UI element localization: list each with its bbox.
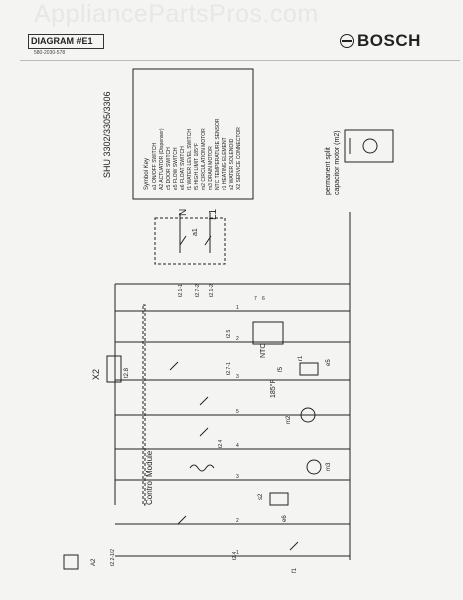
brand-name: BOSCH xyxy=(357,31,421,50)
symbol-key-item: c5 DOOR SWITCH xyxy=(166,147,172,190)
a1-contact-2 xyxy=(204,235,212,246)
bosch-logo-icon xyxy=(340,34,354,48)
s2-label: s2 xyxy=(258,493,264,500)
f5-label: f5 xyxy=(278,366,284,372)
symbol-key-item: a1 ON/OFF SWITCH xyxy=(152,143,158,190)
row-number: 3 xyxy=(236,374,239,380)
row-number: 6 xyxy=(262,296,265,302)
t25-label: t2.5 xyxy=(226,329,232,338)
symbol-key-item: X2 SERVICE CONNECTOR xyxy=(236,127,242,190)
f1-switch xyxy=(289,541,299,551)
symbol-key-item: A2 ACTUATOR (Dispenser) xyxy=(159,128,165,190)
drain-motor-m3 xyxy=(306,459,322,475)
line-label: L1 xyxy=(208,208,219,220)
diagram-label: DIAGRAM #E1 xyxy=(28,34,104,49)
symbol-key-box xyxy=(132,68,254,200)
ntc-sensor xyxy=(252,321,284,345)
control-module-label: Control Module xyxy=(145,450,154,505)
motor-note-line1: permanent split xyxy=(325,147,332,195)
row-number: 3 xyxy=(236,474,239,480)
row-number: 2 xyxy=(236,336,239,342)
row-number: 4 xyxy=(236,443,239,449)
relay-contact-1 xyxy=(169,361,179,371)
a1-label: a1 xyxy=(192,228,199,236)
row-number: 7 xyxy=(254,296,257,302)
r1-label: r1 xyxy=(298,355,304,361)
header-divider xyxy=(20,60,460,61)
x2-pin-label: t2.8 xyxy=(124,367,130,378)
symbol-key-item: NTC TEMPERATURE SENSOR xyxy=(215,118,221,190)
t271-label: t2.7-1 xyxy=(226,362,232,375)
symbol-key-item: r1 HEATING ELEMENT xyxy=(222,137,228,190)
t212-label: t2.1-2 xyxy=(209,284,215,297)
x2-label: X2 xyxy=(91,369,101,380)
symbol-key-item: s2 WATER SOLENOID xyxy=(229,138,235,190)
t24-label-b: t2.4 xyxy=(232,551,238,560)
ntc-label: NTC xyxy=(260,344,267,358)
switch-a1-box xyxy=(154,217,226,265)
model-heading: SHU 3302/3305/3306 xyxy=(102,91,112,178)
motor-inset xyxy=(344,129,394,163)
t22-label: t2.2-1/2 xyxy=(110,549,116,566)
motor-note-line2: capacitor motor (m2) xyxy=(334,130,341,195)
a2-actuator xyxy=(63,554,79,570)
temp-label: 185°F xyxy=(269,379,277,398)
symbol-key-title: Symbol Key xyxy=(144,158,150,190)
symbol-key-item: f5 HIGH LIMIT 185°F xyxy=(194,143,200,190)
solenoid-s2 xyxy=(269,492,289,506)
m3-label: m3 xyxy=(326,462,332,471)
relay-contact-3 xyxy=(199,427,209,437)
symbol-key-item: e6 FLOAT SWITCH xyxy=(180,146,186,190)
a2-label: A2 xyxy=(91,558,97,566)
relay-contact-4 xyxy=(177,515,187,525)
x2-connector xyxy=(106,355,122,383)
watermark-text: AppliancePartsPros.com xyxy=(34,0,319,28)
t211-label: t2.1-1 xyxy=(178,284,184,297)
doc-number: 580-2030-578 xyxy=(34,50,66,56)
circulation-motor-m2 xyxy=(300,407,316,423)
neutral-label: N xyxy=(178,209,189,216)
t24-label-a: t2.4 xyxy=(218,439,224,448)
e5-label: e5 xyxy=(326,359,332,366)
coil xyxy=(189,464,215,472)
symbol-key-item: e5 FLOW SWITCH xyxy=(173,147,179,190)
e6-label: e6 xyxy=(282,515,288,522)
a1-contact-1 xyxy=(179,235,187,246)
m2-label: m2 xyxy=(286,415,292,424)
row-number: 5 xyxy=(236,409,239,415)
heater-r1 xyxy=(299,362,319,376)
symbol-key-item: m3 DRAIN MOTOR xyxy=(208,146,214,190)
relay-contact-2 xyxy=(199,396,209,406)
f1-label: f1 xyxy=(292,567,298,573)
row-number: 2 xyxy=(236,518,239,524)
t272-label: t2.7-2 xyxy=(195,284,201,297)
row-number: 1 xyxy=(236,550,239,556)
symbol-key-item: f1 WATER LEVEL SWITCH xyxy=(187,129,193,190)
row-number: 1 xyxy=(236,305,239,311)
symbol-key-item: m2 CIRCULATION MOTOR xyxy=(201,128,207,190)
